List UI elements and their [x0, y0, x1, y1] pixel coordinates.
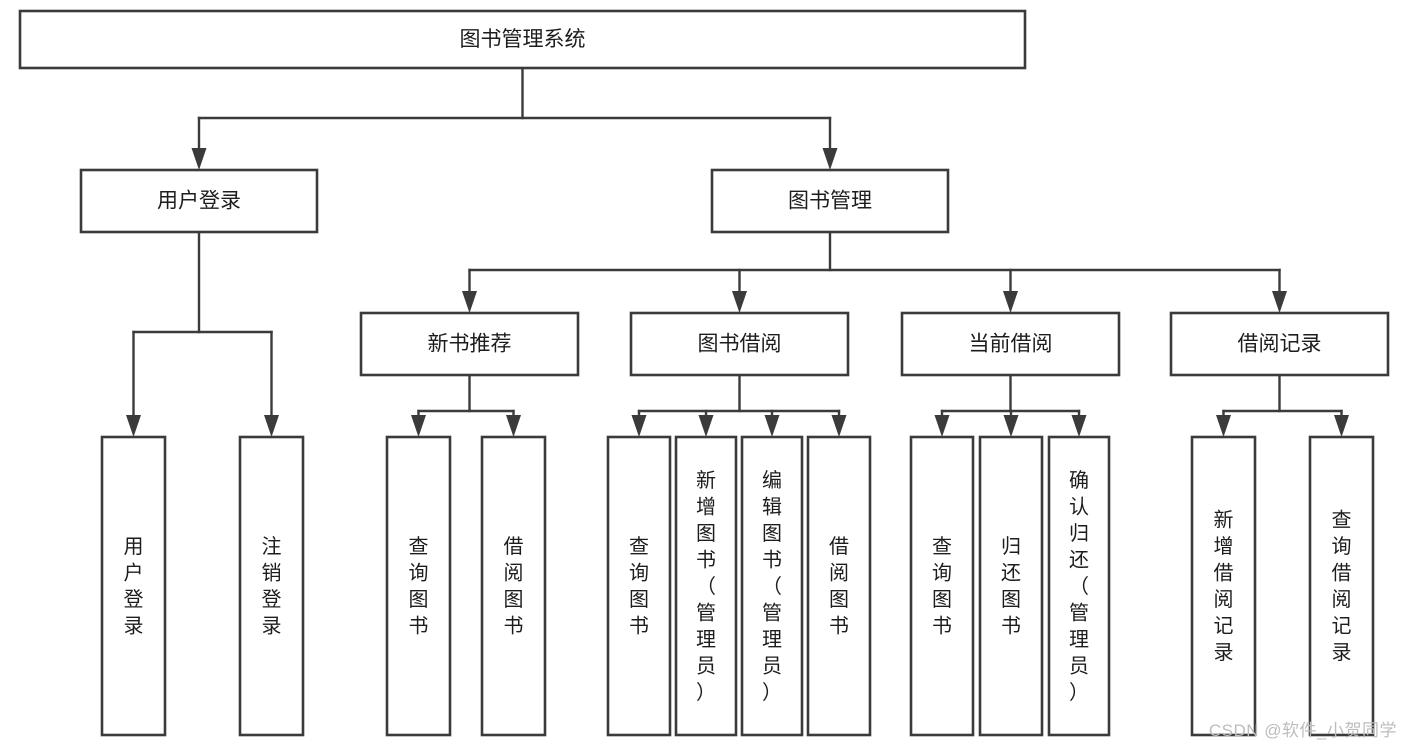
node-label: 借阅图书 [504, 535, 524, 638]
node-box [909, 435, 975, 737]
node-label: 新增图书（管理员） [696, 469, 716, 704]
node-label: 查询图书 [932, 535, 952, 638]
node-leaf-add-record[interactable]: 新增借阅记录 [1190, 435, 1257, 737]
node-leaf-user-login[interactable]: 用户登录 [100, 435, 167, 737]
node-leaf-return-book[interactable]: 归还图书 [978, 435, 1044, 737]
node-current-borrow[interactable]: 当前借阅 [900, 311, 1121, 377]
node-box [740, 435, 804, 737]
node-label: 图书借阅 [698, 333, 782, 356]
node-box [1190, 435, 1257, 737]
node-leaf-query-book-2[interactable]: 查询图书 [606, 435, 672, 737]
node-label: 查询图书 [409, 535, 429, 638]
node-label: 用户登录 [157, 190, 241, 213]
node-box [359, 311, 580, 377]
node-borrow-record[interactable]: 借阅记录 [1169, 311, 1390, 377]
node-label: 注销登录 [262, 535, 282, 638]
node-leaf-edit-book[interactable]: 编辑图书（管理员） [740, 435, 804, 737]
node-leaf-add-book[interactable]: 新增图书（管理员） [674, 435, 738, 737]
node-box [674, 435, 738, 737]
node-label: 归还图书 [1001, 535, 1021, 638]
node-label: 当前借阅 [969, 333, 1053, 356]
node-leaf-borrow-book-1[interactable]: 借阅图书 [480, 435, 547, 737]
node-label: 新书推荐 [428, 333, 512, 356]
node-leaf-borrow-book-2[interactable]: 借阅图书 [806, 435, 872, 737]
watermark: CSDN @软件_小贺同学 [1208, 721, 1397, 740]
node-label: 图书管理系统 [460, 28, 586, 51]
node-leaf-user-logout[interactable]: 注销登录 [238, 435, 305, 737]
node-label: 新增借阅记录 [1214, 509, 1234, 665]
node-label: 确认归还（管理员） [1069, 469, 1089, 704]
node-box [100, 435, 167, 737]
node-user-login[interactable]: 用户登录 [79, 168, 319, 234]
node-label: 借阅记录 [1238, 333, 1322, 356]
node-box [1308, 435, 1375, 737]
node-leaf-query-book-3[interactable]: 查询图书 [909, 435, 975, 737]
node-box [18, 9, 1027, 70]
node-box [629, 311, 850, 377]
node-box [385, 435, 452, 737]
node-box [978, 435, 1044, 737]
node-label: 借阅图书 [829, 535, 849, 638]
node-label: 查询借阅记录 [1332, 509, 1352, 665]
nodes-layer: 图书管理系统用户登录图书管理新书推荐图书借阅当前借阅借阅记录用户登录注销登录查询… [18, 9, 1390, 737]
node-box [606, 435, 672, 737]
node-box [710, 168, 950, 234]
node-label: 图书管理 [788, 190, 872, 213]
node-new-book-recommend[interactable]: 新书推荐 [359, 311, 580, 377]
node-box [806, 435, 872, 737]
node-box [1169, 311, 1390, 377]
node-box [480, 435, 547, 737]
node-book-borrow[interactable]: 图书借阅 [629, 311, 850, 377]
node-leaf-query-record[interactable]: 查询借阅记录 [1308, 435, 1375, 737]
node-leaf-confirm-return[interactable]: 确认归还（管理员） [1047, 435, 1111, 737]
node-box [1047, 435, 1111, 737]
node-label: 用户登录 [124, 536, 144, 638]
node-box [238, 435, 305, 737]
node-leaf-query-book-1[interactable]: 查询图书 [385, 435, 452, 737]
connectors-layer [126, 66, 1349, 437]
node-book-manage[interactable]: 图书管理 [710, 168, 950, 234]
node-box [79, 168, 319, 234]
node-box [900, 311, 1121, 377]
node-label: 编辑图书（管理员） [762, 469, 782, 704]
node-label: 查询图书 [629, 535, 649, 638]
node-root[interactable]: 图书管理系统 [18, 9, 1027, 70]
